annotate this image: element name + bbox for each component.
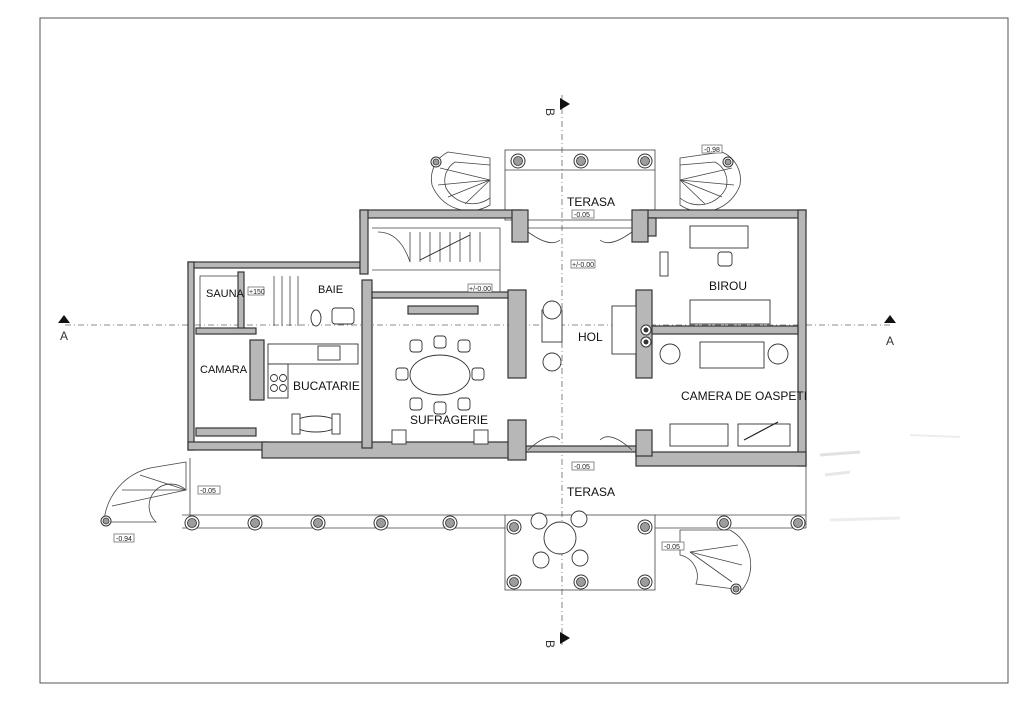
svg-text:+/-0.00: +/-0.00 bbox=[572, 262, 594, 269]
room-label-bucatarie: BUCATARIE bbox=[293, 379, 360, 393]
svg-text:+150: +150 bbox=[249, 289, 265, 296]
room-label-baie: BAIE bbox=[318, 284, 343, 296]
terrace-columns bbox=[184, 515, 806, 590]
hol-fixtures bbox=[527, 227, 652, 453]
room-label-terasa-top: TERASA bbox=[567, 195, 615, 209]
guest-room-fixtures bbox=[659, 341, 791, 447]
svg-text:-0.05: -0.05 bbox=[574, 212, 590, 219]
level-tag-left-stair: -0.94 bbox=[113, 533, 135, 543]
svg-text:-0.98: -0.98 bbox=[704, 147, 720, 154]
svg-text:-0.05: -0.05 bbox=[574, 464, 590, 471]
section-a-right-label: A bbox=[886, 334, 894, 348]
level-tag-stair-mid: +/-0.00 bbox=[467, 283, 493, 293]
section-line-b bbox=[560, 95, 570, 645]
section-a-left-label: A bbox=[60, 329, 68, 343]
level-tag-terasa-top: -0.05 bbox=[571, 209, 595, 219]
drawing-frame bbox=[39, 17, 1009, 684]
level-tag-right-stair: -0.05 bbox=[661, 541, 685, 551]
spiral-stair-bottom-right bbox=[679, 529, 752, 595]
section-b-top-label: B bbox=[543, 108, 557, 116]
exterior-walls bbox=[187, 209, 807, 467]
room-label-hol: HOL bbox=[578, 330, 603, 344]
section-line-a bbox=[58, 315, 896, 326]
room-label-sufragerie: SUFRAGERIE bbox=[410, 413, 488, 427]
svg-text:+/-0.00: +/-0.00 bbox=[469, 286, 491, 293]
terrace-table bbox=[530, 510, 589, 569]
level-tag-stair-top-right: -0.98 bbox=[701, 144, 723, 154]
level-tag-sauna: +150 bbox=[247, 286, 265, 296]
spiral-stair-top-left bbox=[430, 151, 491, 212]
sketch-marks bbox=[819, 434, 961, 522]
bottom-terrace bbox=[182, 458, 807, 591]
top-terrace bbox=[504, 149, 656, 221]
level-tag-left-terrace: -0.05 bbox=[197, 485, 221, 495]
svg-text:-0.05: -0.05 bbox=[664, 544, 680, 551]
svg-text:-0.05: -0.05 bbox=[200, 488, 216, 495]
level-tag-hol-bottom: -0.05 bbox=[571, 461, 595, 471]
room-label-birou: BIROU bbox=[709, 279, 747, 293]
room-label-camera-oaspeti: CAMERA DE OASPETI bbox=[681, 389, 807, 403]
dining-table bbox=[391, 335, 489, 445]
room-label-camara: CAMARA bbox=[200, 364, 248, 376]
level-tag-hol-top: +/-0.00 bbox=[570, 259, 596, 269]
spiral-stair-bottom-left bbox=[100, 461, 187, 527]
office-fixtures bbox=[659, 225, 771, 325]
sauna-fixtures bbox=[199, 275, 355, 329]
spiral-stair-top-right bbox=[679, 151, 741, 213]
kitchen-fixtures bbox=[267, 343, 359, 435]
room-label-sauna: SAUNA bbox=[206, 288, 245, 300]
room-label-terasa-bottom: TERASA bbox=[567, 485, 615, 499]
svg-text:-0.94: -0.94 bbox=[116, 536, 132, 543]
section-b-bottom-label: B bbox=[543, 640, 557, 648]
interior-walls bbox=[195, 217, 799, 461]
interior-stair bbox=[372, 227, 501, 293]
